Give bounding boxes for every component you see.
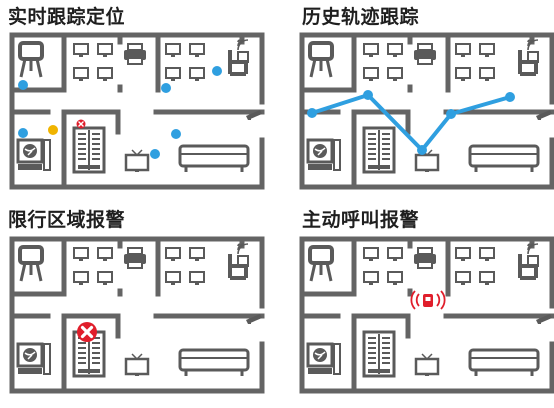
monitor-icon [455, 271, 471, 285]
monitor-icon [455, 67, 471, 81]
sofa-icon [178, 144, 250, 172]
easel-icon [308, 41, 334, 78]
tracker-dot [212, 66, 222, 76]
monitor-icon [165, 43, 181, 57]
floorplan-svg [299, 32, 554, 190]
easel-icon [18, 245, 44, 282]
sofa-icon [468, 348, 540, 376]
monitor-icon [455, 43, 471, 57]
tv-icon [124, 149, 150, 172]
printer-icon [414, 247, 436, 269]
track-point [417, 145, 427, 155]
wifi-icon [237, 243, 249, 255]
monitor-icon [97, 43, 113, 57]
projector-icon [246, 110, 262, 120]
warning-dot [48, 125, 58, 135]
wifi-icon [527, 39, 539, 51]
floorplan-sos [296, 236, 554, 396]
monitor-icon [479, 247, 495, 261]
globe-computer-icon [306, 138, 341, 171]
panel-title-history: 历史轨迹跟踪 [302, 6, 420, 28]
monitor-icon [165, 67, 181, 81]
wifi-icon [527, 243, 539, 255]
monitor-icon [387, 67, 403, 81]
panel-title-realtime: 实时跟踪定位 [8, 6, 126, 28]
tv-icon [124, 353, 150, 376]
monitor-icon [165, 247, 181, 261]
panel-title-sos: 主动呼叫报警 [302, 209, 420, 231]
monitor-icon [387, 271, 403, 285]
monitor-icon [363, 247, 379, 261]
wifi-icon [237, 39, 249, 51]
chair-icon [518, 50, 539, 76]
chair-icon [228, 254, 249, 280]
monitor-icon [479, 67, 495, 81]
monitor-icon [363, 271, 379, 285]
monitor-icon [363, 43, 379, 57]
monitor-icon [455, 247, 471, 261]
monitor-icon [73, 67, 89, 81]
monitor-icon [363, 67, 379, 81]
monitor-icon [189, 271, 205, 285]
chair-icon [518, 254, 539, 280]
monitor-icon [189, 43, 205, 57]
monitor-icon [73, 247, 89, 261]
printer-icon [414, 43, 436, 65]
tracker-dot [161, 83, 171, 93]
monitor-icon [97, 247, 113, 261]
panel-title-restricted: 限行区域报警 [8, 209, 126, 231]
monitor-icon [97, 67, 113, 81]
chair-icon [228, 50, 249, 76]
projector-icon [536, 110, 552, 120]
printer-icon [124, 43, 146, 65]
monitor-icon [73, 271, 89, 285]
track-point [307, 108, 317, 118]
floorplan-realtime [6, 32, 268, 192]
monitor-icon [97, 271, 113, 285]
monitor-icon [189, 247, 205, 261]
monitor-icon [387, 247, 403, 261]
server-rack-icon [72, 126, 106, 174]
alarm-x-icon [77, 322, 97, 342]
track-point [446, 109, 456, 119]
globe-computer-icon [16, 342, 51, 375]
track-point [363, 90, 373, 100]
track-line [311, 93, 511, 152]
monitor-icon [189, 67, 205, 81]
walls [9, 236, 265, 394]
monitor-icon [387, 43, 403, 57]
monitor-icon [479, 43, 495, 57]
sofa-icon [178, 348, 250, 376]
alarm-x-icon [76, 119, 86, 129]
floorplan-svg [299, 236, 554, 394]
tracker-dot [18, 128, 28, 138]
floorplan-restricted [6, 236, 268, 396]
easel-icon [308, 245, 334, 282]
floorplan-history [296, 32, 554, 192]
projector-icon [536, 314, 552, 324]
monitor-icon [165, 271, 181, 285]
monitor-icon [73, 43, 89, 57]
tv-icon [414, 353, 440, 376]
projector-icon [246, 314, 262, 324]
tracker-dot [18, 80, 28, 90]
sofa-icon [468, 144, 540, 172]
printer-icon [124, 247, 146, 269]
walls [9, 32, 265, 190]
globe-computer-icon [306, 342, 341, 375]
floorplan-svg [9, 32, 265, 190]
floorplan-svg [9, 236, 265, 394]
server-rack-icon [362, 126, 396, 174]
tracker-dot [171, 129, 181, 139]
monitor-icon [479, 271, 495, 285]
server-rack-icon [362, 330, 396, 378]
sos-signal-icon [410, 290, 446, 310]
easel-icon [18, 41, 44, 78]
tracker-dot [150, 149, 160, 159]
globe-computer-icon [16, 138, 51, 171]
walls [299, 236, 554, 394]
track-point [505, 92, 515, 102]
